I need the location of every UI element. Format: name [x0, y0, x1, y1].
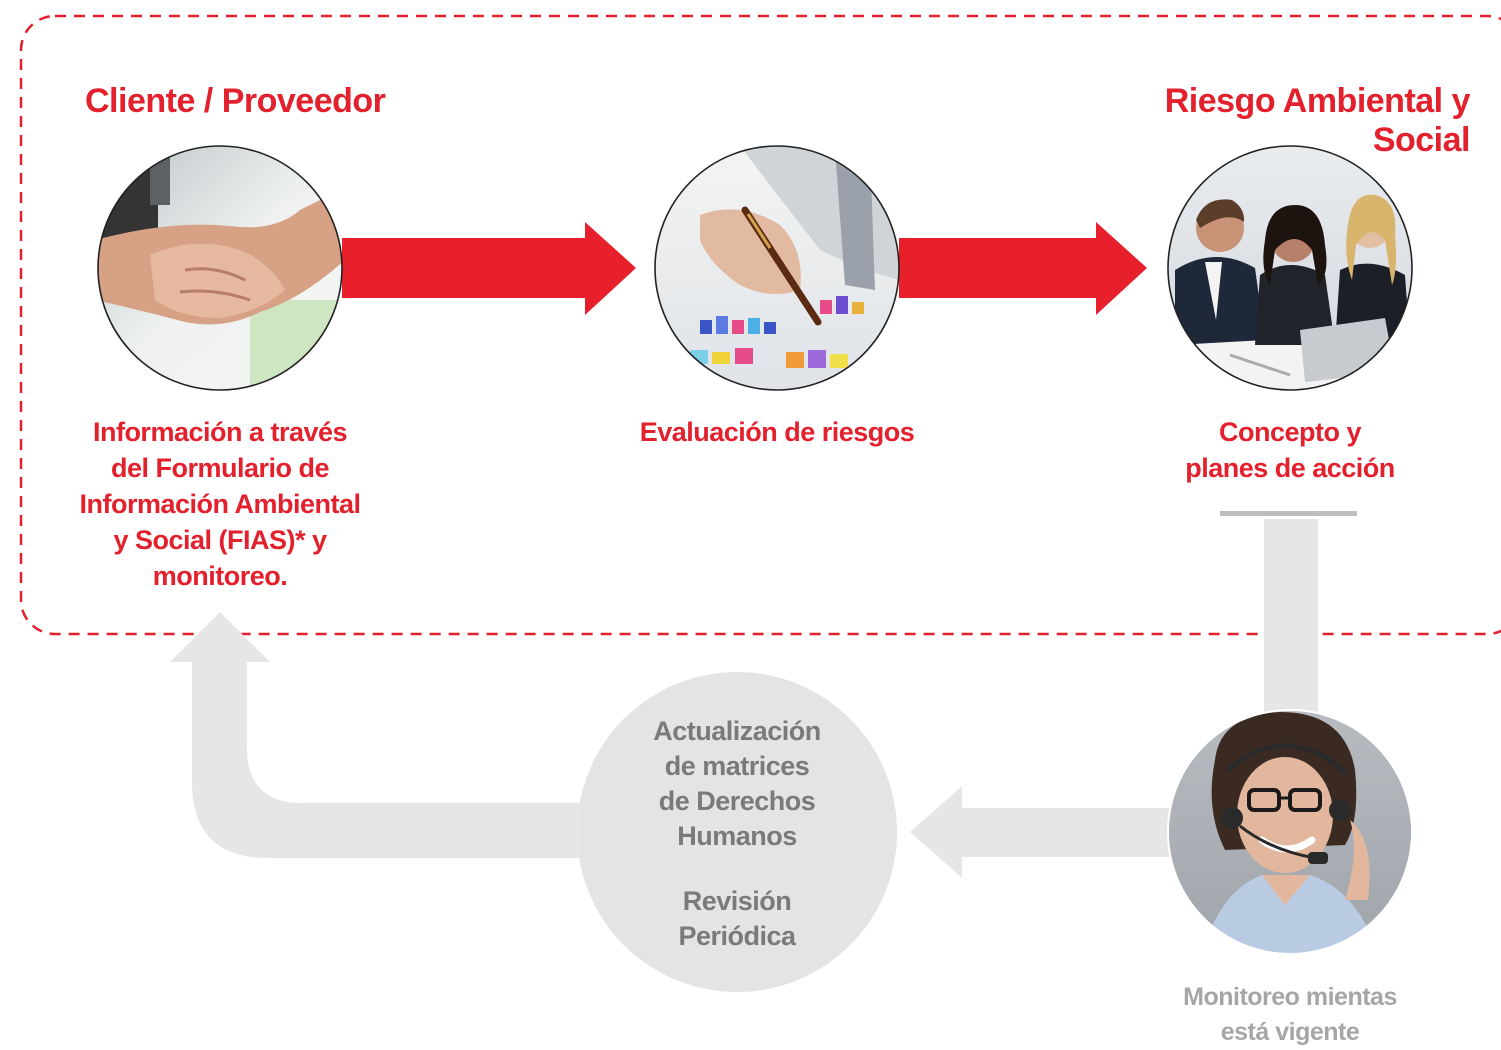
caption-line: Información a través [92, 417, 348, 447]
caption-line: Evaluación de riesgos [639, 417, 915, 447]
headset-operator-photo [1168, 710, 1412, 954]
caption-line: Concepto y [1218, 417, 1362, 447]
caption-line: Monitoreo mientas [1183, 983, 1397, 1011]
caption-line: monitoreo. [152, 561, 288, 591]
update-line: de matrices [664, 751, 810, 781]
caption-line: y Social (FIAS)* y [113, 525, 327, 555]
arrow-right-icon [899, 222, 1147, 315]
caption-line: Información Ambiental [79, 489, 361, 519]
handshake-photo [98, 146, 342, 390]
caption-line: está vigente [1220, 1018, 1360, 1046]
connector-bar [1220, 511, 1357, 516]
monitor-caption: Monitoreo mientas está vigente [1140, 980, 1440, 1050]
update-line: de Derechos [658, 786, 816, 816]
update-line: Actualización [653, 716, 821, 746]
arrow-left-icon [910, 786, 1180, 878]
header-right: Riesgo Ambiental y Social [1164, 82, 1471, 159]
step-caption-handshake: Información a través del Formulario de I… [60, 414, 380, 594]
header-left: Cliente / Proveedor [85, 82, 386, 120]
dashed-frame [19, 14, 1501, 636]
update-circle [577, 672, 897, 992]
caption-line: del Formulario de [110, 453, 330, 483]
update-circle-text: Actualización de matrices de Derechos Hu… [587, 714, 887, 954]
caption-line: planes de acción [1185, 453, 1395, 483]
arrow-right-icon [342, 222, 636, 315]
step-caption-evaluation: Evaluación de riesgos [617, 414, 937, 450]
connector-vertical [1264, 519, 1318, 719]
review-line: Periódica [678, 921, 796, 951]
spacer [587, 854, 887, 884]
review-line: Revisión [682, 886, 792, 916]
update-line: Humanos [677, 821, 797, 851]
step-caption-concept: Concepto y planes de acción [1130, 414, 1450, 486]
